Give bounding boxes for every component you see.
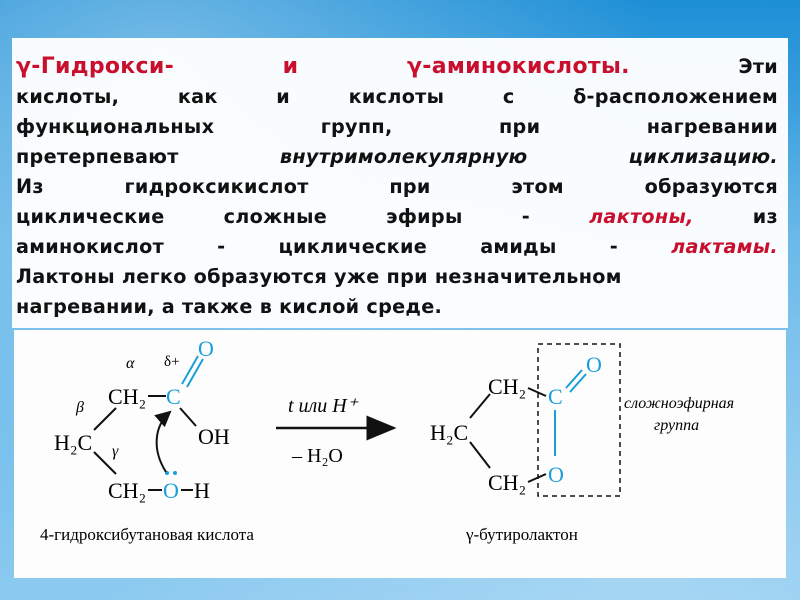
text-line-9: нагревании, а также в кислой среде. — [16, 292, 778, 322]
term-cyclization: циклизацию. — [628, 145, 778, 168]
word: амиды — [480, 235, 557, 258]
word: - — [521, 205, 530, 228]
electron-attack-arrow — [154, 410, 172, 473]
word: кислоты, — [16, 85, 120, 108]
text-panel — [12, 38, 788, 328]
double-bond-line-1 — [565, 369, 583, 389]
reactant-carbon: C — [166, 384, 181, 409]
reactant-hydroxyl-h: H — [194, 478, 210, 503]
gamma-label: γ — [112, 443, 119, 460]
product-carbon: C — [548, 384, 563, 409]
word: Эти — [738, 55, 778, 78]
word: циклические — [278, 235, 428, 258]
bond-c-oh — [179, 407, 197, 427]
beta-label: β — [75, 399, 84, 416]
bond-h2c-ch2-bottom — [469, 441, 491, 469]
ester-group-label-line1: сложноэфирная — [624, 395, 734, 412]
text-line-2: кислоты, как и кислоты с δ-расположением — [16, 82, 778, 112]
word: функциональных — [16, 115, 215, 138]
word: аминокислот — [16, 235, 165, 258]
title-hydroxy: γ-Гидрокси- — [16, 54, 174, 79]
word: при — [499, 115, 541, 138]
sentence: нагревании, а также в кислой среде. — [16, 295, 443, 318]
word: этом — [511, 175, 564, 198]
sentence: Лактоны легко образуются уже при незначи… — [16, 265, 622, 288]
title-amino: γ-аминокислоты. — [407, 54, 630, 79]
word: из — [752, 205, 778, 228]
term-lactams: лактамы. — [671, 235, 778, 258]
ester-group-label-line2: группа — [654, 417, 699, 434]
word: сложные — [223, 205, 328, 228]
text-line-8: Лактоны легко образуются уже при незначи… — [16, 262, 778, 292]
bond-h2c-ch2-top — [93, 407, 117, 431]
reactant-ch2-top: CH₂ — [108, 384, 146, 409]
double-bond-line-2 — [569, 373, 587, 393]
text-line-5: Из гидроксикислот при этом образуются — [16, 172, 778, 202]
product-ring-o: O — [548, 462, 564, 487]
arrow-condition-bottom: – H₂O — [291, 445, 343, 467]
reactant-h2c: H₂C — [54, 430, 92, 455]
word: эфиры — [386, 205, 463, 228]
word: Из — [16, 175, 44, 198]
term-intramolecular: внутримолекулярную — [279, 145, 528, 168]
reactant-carbonyl-o: O — [198, 336, 214, 361]
word: и — [276, 85, 291, 108]
reactant-hydroxyl-o: O — [163, 478, 179, 503]
slide-text: γ-Гидрокси- и γ-аминокислоты. Эти кислот… — [16, 52, 778, 322]
bond-h2c-ch2-top — [469, 393, 491, 419]
word: с — [502, 85, 515, 108]
word: групп, — [320, 115, 393, 138]
product-name: γ-бутиролактон — [465, 525, 578, 544]
term-lactones: лактоны, — [589, 205, 694, 228]
lone-pair-dot — [173, 471, 177, 475]
text-line-7: аминокислот - циклические амиды - лактам… — [16, 232, 778, 262]
reactant-ch2-bottom: CH₂ — [108, 478, 146, 503]
word: претерпевают — [16, 145, 179, 168]
reactant-oh: OH — [198, 424, 230, 449]
word: циклические — [16, 205, 165, 228]
word: при — [389, 175, 431, 198]
word: как — [177, 85, 218, 108]
word: нагревании — [646, 115, 778, 138]
word: - — [217, 235, 226, 258]
double-bond-line-2 — [186, 358, 204, 388]
bond-ch2-c — [527, 387, 547, 397]
double-bond-line-1 — [181, 355, 199, 385]
text-line-3: функциональных групп, при нагревании — [16, 112, 778, 142]
product-h2c: H₂C — [430, 420, 468, 445]
word: - — [609, 235, 619, 258]
reactant-name: 4-гидроксибутановая кислота — [40, 525, 254, 544]
delta-plus-label: δ+ — [164, 354, 180, 370]
bond-h2c-ch2-bottom — [93, 451, 117, 475]
text-line-1: γ-Гидрокси- и γ-аминокислоты. Эти — [16, 52, 778, 82]
bond-ch2-o — [527, 473, 547, 483]
word: гидроксикислот — [124, 175, 309, 198]
reaction-diagram: α δ+ CH₂ C O OH β H₂C γ CH₂ O H 4-гидрок… — [14, 330, 786, 578]
reaction-scheme-svg: α δ+ CH₂ C O OH β H₂C γ CH₂ O H 4-гидрок… — [40, 336, 734, 544]
word: δ-расположением — [573, 85, 778, 108]
word: образуются — [644, 175, 778, 198]
product-ch2-bottom: CH₂ — [488, 470, 526, 495]
text-line-6: циклические сложные эфиры - лактоны, из — [16, 202, 778, 232]
arrow-condition-top: t или H⁺ — [288, 395, 359, 417]
text-line-4: претерпевают внутримолекулярную циклизац… — [16, 142, 778, 172]
product-ch2-top: CH₂ — [488, 374, 526, 399]
ester-group-box — [537, 343, 621, 497]
alpha-label: α — [126, 355, 135, 372]
product-carbonyl-o: O — [586, 352, 602, 377]
title-and: и — [282, 54, 299, 79]
word: кислоты — [348, 85, 445, 108]
